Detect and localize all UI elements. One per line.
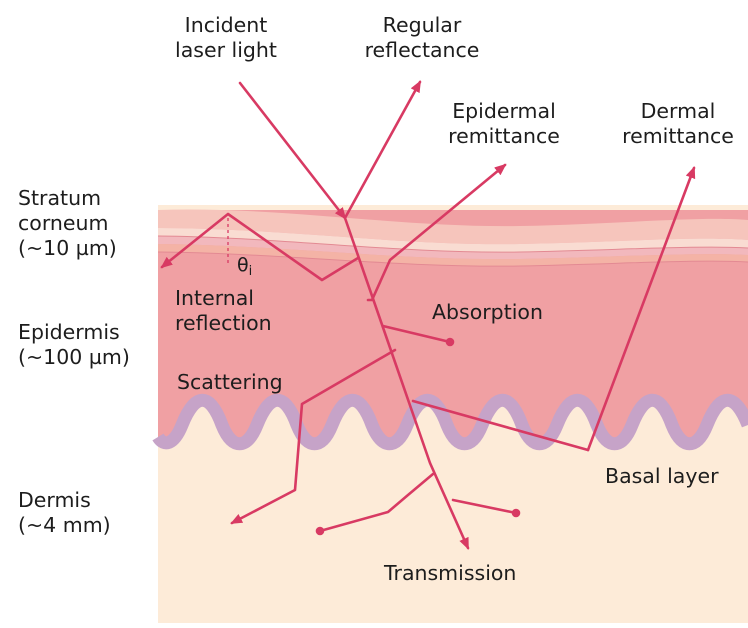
regular-reflectance-label: Regular reflectance	[352, 13, 492, 63]
dermis-label: Dermis (~4 mm)	[18, 488, 111, 538]
incident-laser-light-label: Incident laser light	[166, 13, 286, 63]
dermal-remittance-label: Dermal remittance	[608, 99, 748, 149]
absorption-label: Absorption	[432, 300, 543, 325]
theta-i-label: θi	[237, 253, 252, 284]
regular-reflectance-ray	[345, 82, 420, 218]
transmission-label: Transmission	[384, 561, 516, 586]
incident-ray	[240, 83, 345, 218]
theta-symbol: θ	[237, 254, 249, 276]
dermal-absorption-point-left	[316, 527, 325, 536]
stratum-corneum-label: Stratum corneum (~10 µm)	[18, 186, 117, 261]
absorption-point	[446, 338, 455, 347]
theta-subscript: i	[249, 264, 253, 279]
epidermis-label: Epidermis (~100 µm)	[18, 320, 130, 370]
epidermal-remittance-label: Epidermal remittance	[434, 99, 574, 149]
scattering-label: Scattering	[177, 370, 283, 395]
internal-reflection-label: Internal reflection	[175, 286, 272, 336]
dermal-absorption-point-right	[512, 509, 521, 518]
basal-layer-label: Basal layer	[605, 464, 719, 489]
